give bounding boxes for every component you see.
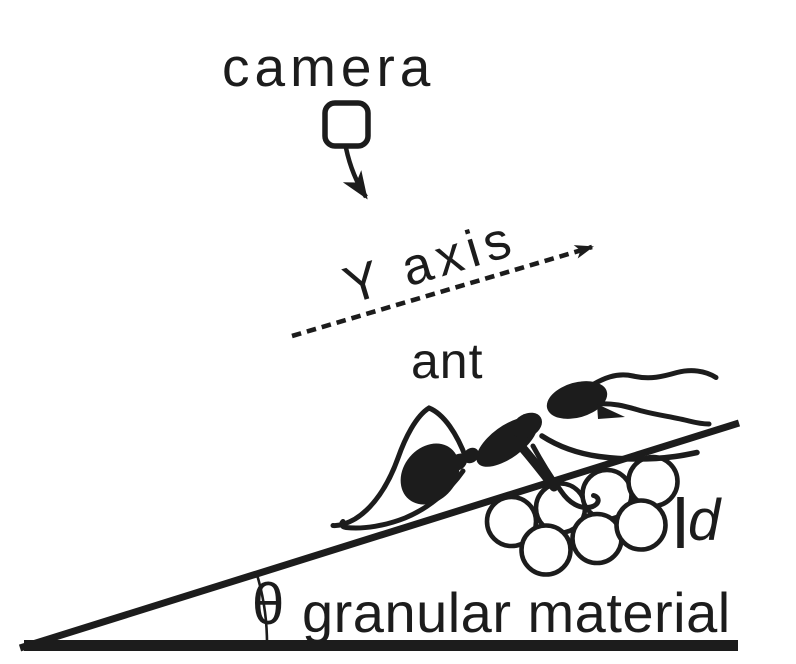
camera-pointer-arrow	[342, 147, 368, 200]
camera-icon	[322, 100, 371, 149]
ant-label: ant	[411, 333, 484, 389]
ant-leg	[539, 433, 700, 462]
grain-circle	[570, 511, 624, 566]
ant-antenna	[583, 368, 719, 392]
y-axis-dashed-arrow	[291, 244, 594, 339]
ant-head	[546, 381, 608, 419]
ant-leg	[330, 405, 469, 529]
ant-antenna	[593, 401, 712, 427]
ant-petiole	[463, 447, 479, 464]
granular-material-label: granular material	[302, 581, 731, 644]
camera-label: camera	[222, 36, 436, 98]
ant-gaster	[400, 443, 460, 505]
grain-circle	[614, 498, 668, 552]
grain-diameter-label: d	[688, 488, 721, 553]
ant-mandible	[597, 404, 625, 419]
grain-circle	[626, 454, 680, 509]
ant-leg	[530, 443, 601, 511]
ant-thorax	[511, 412, 543, 439]
incline-angle-theta-label: θ	[252, 572, 285, 637]
angle-arc	[255, 572, 269, 644]
ant-petiole	[449, 453, 468, 471]
grain-circle	[519, 523, 573, 577]
ant-figure	[330, 368, 719, 531]
